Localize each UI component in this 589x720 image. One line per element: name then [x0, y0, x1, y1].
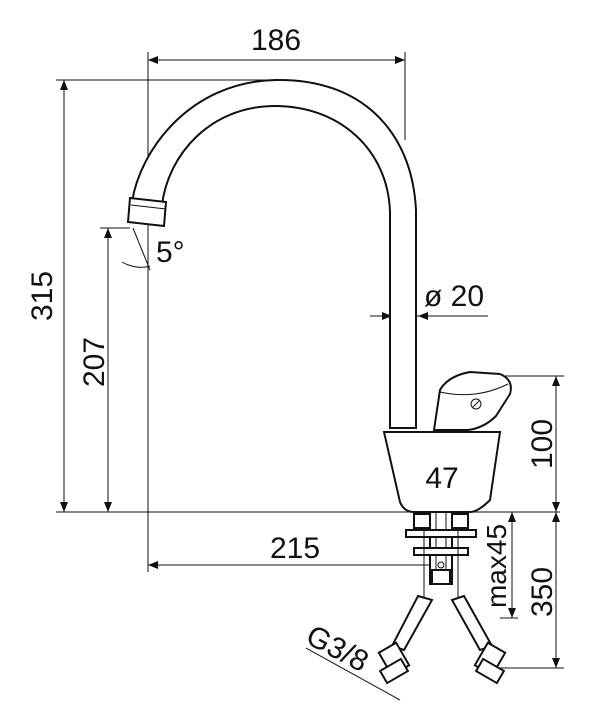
body-height-label: 100 — [526, 419, 559, 469]
aerator — [126, 196, 168, 228]
spout-reach-label: 186 — [251, 24, 301, 57]
outlet-height-label: 207 — [78, 337, 111, 387]
hose-length-label: 350 — [526, 567, 559, 617]
thread-label: G3/8 — [301, 619, 374, 679]
faucet-body — [382, 431, 502, 513]
angle-label: 5° — [156, 236, 185, 269]
base-diameter-label: 47 — [425, 462, 458, 495]
flexible-hoses — [377, 594, 507, 685]
total-height-label: 315 — [26, 271, 59, 321]
max-thickness-label: max45 — [481, 524, 512, 608]
faucet — [126, 78, 512, 513]
dimension-labels: 186 315 207 5° ø 20 100 47 215 max45 350… — [26, 24, 559, 679]
base-reach-label: 215 — [270, 532, 320, 565]
spout — [130, 78, 417, 429]
mounting-hardware — [405, 511, 477, 600]
spout-diameter-label: ø 20 — [424, 280, 484, 313]
